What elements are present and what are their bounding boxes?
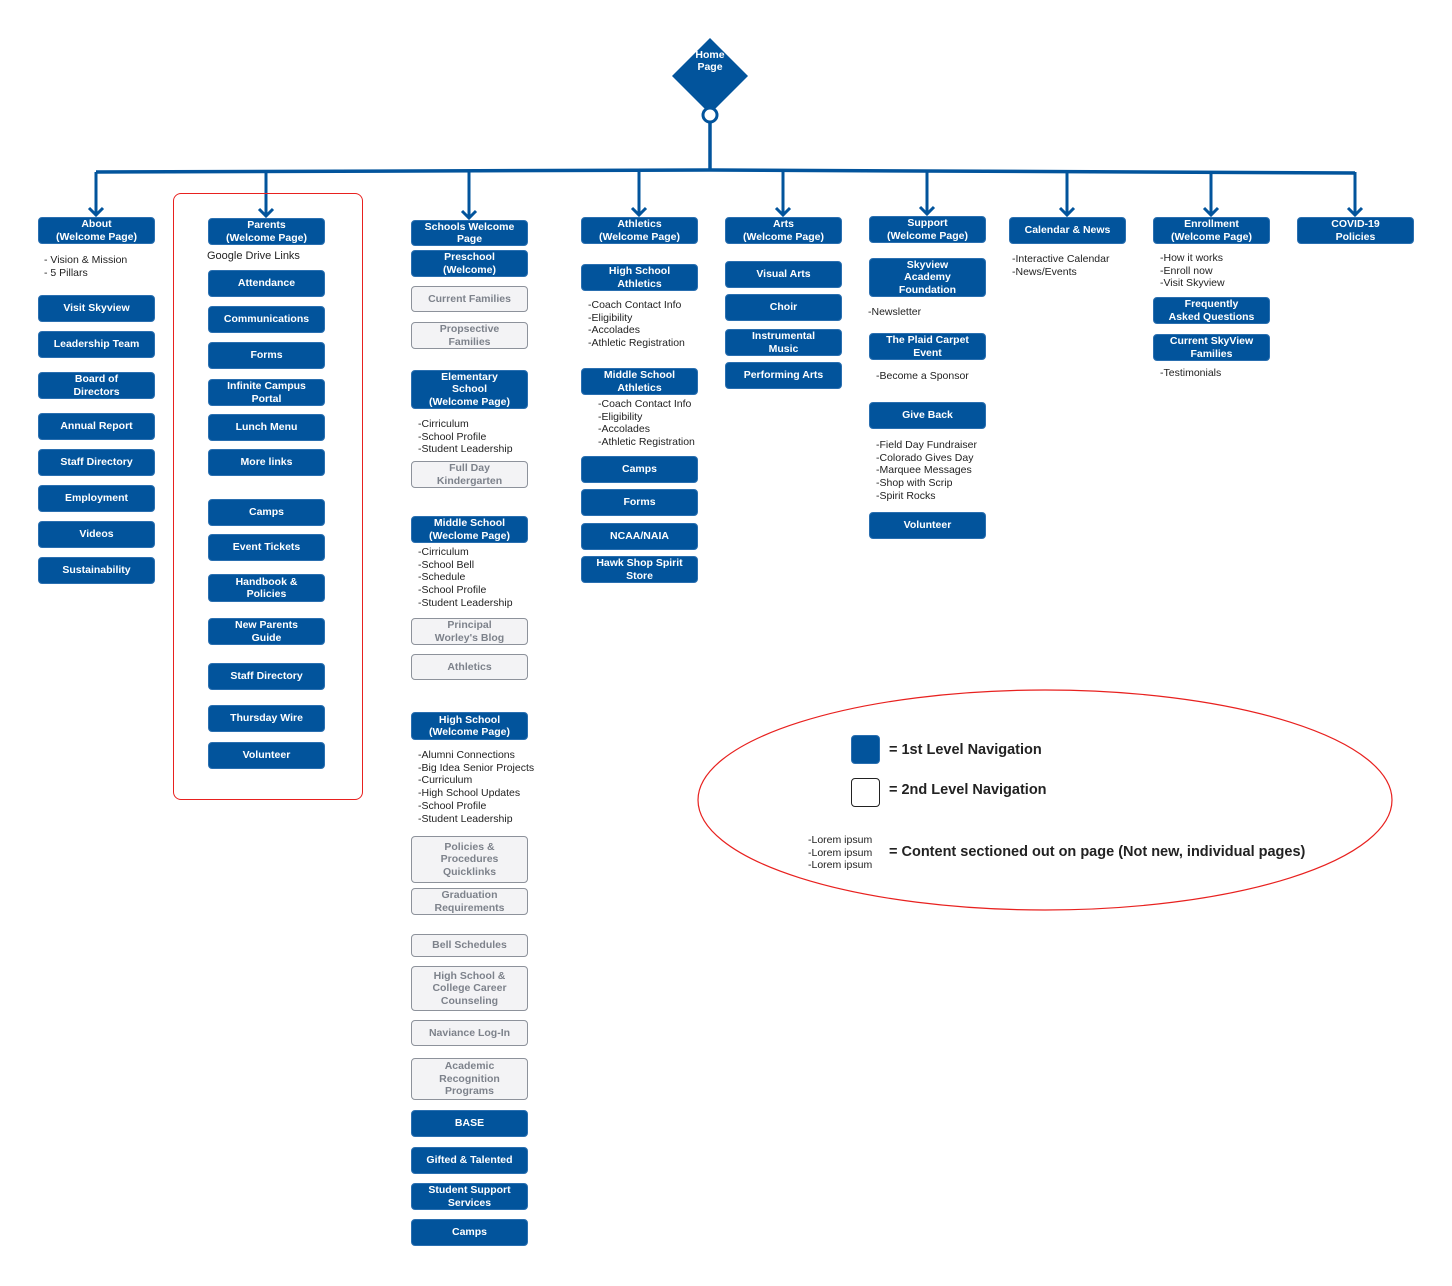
nav-page-give-back[interactable]: Give Back [869,402,986,429]
nav-page-board-of-directors[interactable]: Board of Directors [38,372,155,399]
nav-page-visit-skyview[interactable]: Visit Skyview [38,295,155,322]
home-connector-node [701,106,719,124]
nav-page-middle-school-weclome-page[interactable]: Middle School (Weclome Page) [411,516,528,543]
legend-content-sample: -Lorem ipsum -Lorem ipsum -Lorem ipsum [808,834,873,872]
nav-page-videos[interactable]: Videos [38,521,155,548]
home-diamond [672,38,748,114]
subpage-academic-recognition-programs[interactable]: Academic Recognition Programs [411,1058,528,1100]
nav-page-arts-welcome-page[interactable]: Arts (Welcome Page) [725,217,842,244]
page-content-list: -Cirriculum -School Bell -Schedule -Scho… [418,546,513,609]
nav-page-student-support-services[interactable]: Student Support Services [411,1183,528,1210]
nav-page-parents-welcome-page[interactable]: Parents (Welcome Page) [208,218,325,245]
nav-page-sustainability[interactable]: Sustainability [38,557,155,584]
page-content-list: -Newsletter [868,306,922,318]
legend-second-level-swatch [851,778,880,807]
nav-page-camps[interactable]: Camps [411,1219,528,1246]
page-content-list: -Alumni Connections -Big Idea Senior Pro… [418,749,535,825]
nav-page-handbook-policies[interactable]: Handbook & Policies [208,574,325,602]
nav-page-new-parents-guide[interactable]: New Parents Guide [208,618,325,645]
home-page-node[interactable]: Home Page [695,49,725,73]
nav-page-staff-directory[interactable]: Staff Directory [208,663,325,690]
nav-page-enrollment-welcome-page[interactable]: Enrollment (Welcome Page) [1153,217,1270,244]
nav-page-support-welcome-page[interactable]: Support (Welcome Page) [869,216,986,243]
nav-page-the-plaid-carpet-event[interactable]: The Plaid Carpet Event [869,333,986,360]
nav-page-calendar-news[interactable]: Calendar & News [1009,217,1126,244]
subpage-current-families[interactable]: Current Families [411,286,528,312]
nav-page-visual-arts[interactable]: Visual Arts [725,261,842,288]
subpage-principal-worley-s-blog[interactable]: Principal Worley's Blog [411,618,528,645]
nav-page-lunch-menu[interactable]: Lunch Menu [208,414,325,441]
nav-page-attendance[interactable]: Attendance [208,270,325,297]
nav-page-ncaa-naia[interactable]: NCAA/NAIA [581,523,698,550]
nav-page-base[interactable]: BASE [411,1110,528,1137]
nav-page-volunteer[interactable]: Volunteer [869,512,986,539]
nav-page-infinite-campus-portal[interactable]: Infinite Campus Portal [208,379,325,406]
legend-second-level-label: = 2nd Level Navigation [889,782,1047,798]
branch-arrow [460,172,478,221]
legend-ellipse [697,689,1393,911]
page-content-list: - Vision & Mission - 5 Pillars [44,254,128,279]
nav-page-high-school-welcome-page[interactable]: High School (Welcome Page) [411,712,528,740]
subpage-full-day-kindergarten[interactable]: Full Day Kindergarten [411,461,528,488]
legend-first-level-swatch [851,735,880,764]
subpage-propsective-families[interactable]: Propsective Families [411,322,528,349]
subpage-bell-schedules[interactable]: Bell Schedules [411,934,528,957]
nav-page-instrumental-music[interactable]: Instrumental Music [725,329,842,356]
page-content-list: -Coach Contact Info -Eligibility -Accola… [598,398,695,449]
branch-arrow [1346,172,1364,218]
parents-highlight-box [173,193,363,800]
nav-page-staff-directory[interactable]: Staff Directory [38,449,155,476]
page-content-list: -Interactive Calendar -News/Events [1012,253,1110,278]
section-label: Google Drive Links [207,250,300,262]
nav-page-high-school-athletics[interactable]: High School Athletics [581,264,698,291]
page-content-list: -Field Day Fundraiser -Colorado Gives Da… [876,439,977,502]
branch-arrow [918,172,936,217]
page-content-list: -How it works -Enroll now -Visit Skyview [1160,252,1225,290]
nav-page-forms[interactable]: Forms [581,489,698,516]
branch-line [95,168,1356,175]
legend-first-level-label: = 1st Level Navigation [889,742,1042,758]
nav-page-skyview-academy-foundation[interactable]: Skyview Academy Foundation [869,258,986,297]
nav-page-camps[interactable]: Camps [581,456,698,483]
nav-page-choir[interactable]: Choir [725,294,842,321]
nav-page-current-skyview-families[interactable]: Current SkyView Families [1153,334,1270,361]
nav-page-forms[interactable]: Forms [208,342,325,369]
subpage-graduation-requirements[interactable]: Graduation Requirements [411,888,528,915]
nav-page-annual-report[interactable]: Annual Report [38,413,155,440]
branch-arrow [630,172,648,218]
branch-arrow [774,172,792,218]
nav-page-more-links[interactable]: More links [208,449,325,476]
page-content-list: -Testimonials [1160,367,1222,379]
nav-page-schools-welcome-page[interactable]: Schools Welcome Page [411,220,528,246]
nav-page-performing-arts[interactable]: Performing Arts [725,362,842,389]
page-content-list: -Coach Contact Info -Eligibility -Accola… [588,299,685,350]
nav-page-event-tickets[interactable]: Event Tickets [208,534,325,561]
nav-page-employment[interactable]: Employment [38,485,155,512]
nav-page-communications[interactable]: Communications [208,306,325,333]
nav-page-about-welcome-page[interactable]: About (Welcome Page) [38,217,155,244]
nav-page-middle-school-athletics[interactable]: Middle School Athletics [581,368,698,395]
page-content-list: -Cirriculum -School Profile -Student Lea… [418,418,513,456]
branch-arrow [1202,172,1220,218]
subpage-athletics[interactable]: Athletics [411,654,528,680]
nav-page-elementary-school-welcome-page[interactable]: Elementary School (Welcome Page) [411,370,528,409]
branch-arrow [257,172,275,219]
nav-page-thursday-wire[interactable]: Thursday Wire [208,705,325,732]
branch-arrow [87,172,105,218]
nav-page-preschool-welcome[interactable]: Preschool (Welcome) [411,250,528,277]
branch-arrow [1058,172,1076,218]
nav-page-gifted-talented[interactable]: Gifted & Talented [411,1147,528,1174]
nav-page-leadership-team[interactable]: Leadership Team [38,331,155,358]
subpage-naviance-log-in[interactable]: Naviance Log-In [411,1020,528,1046]
subpage-policies-procedures-quicklinks[interactable]: Policies & Procedures Quicklinks [411,836,528,883]
nav-page-frequently-asked-questions[interactable]: Frequently Asked Questions [1153,297,1270,324]
subpage-high-school-college-career-counseling[interactable]: High School & College Career Counseling [411,966,528,1011]
legend-content-label: = Content sectioned out on page (Not new… [889,844,1306,860]
nav-page-camps[interactable]: Camps [208,499,325,526]
page-content-list: -Become a Sponsor [876,370,969,382]
nav-page-covid-19-policies[interactable]: COVID-19 Policies [1297,217,1414,244]
nav-page-volunteer[interactable]: Volunteer [208,742,325,769]
nav-page-athletics-welcome-page[interactable]: Athletics (Welcome Page) [581,217,698,244]
nav-page-hawk-shop-spirit-store[interactable]: Hawk Shop Spirit Store [581,556,698,583]
